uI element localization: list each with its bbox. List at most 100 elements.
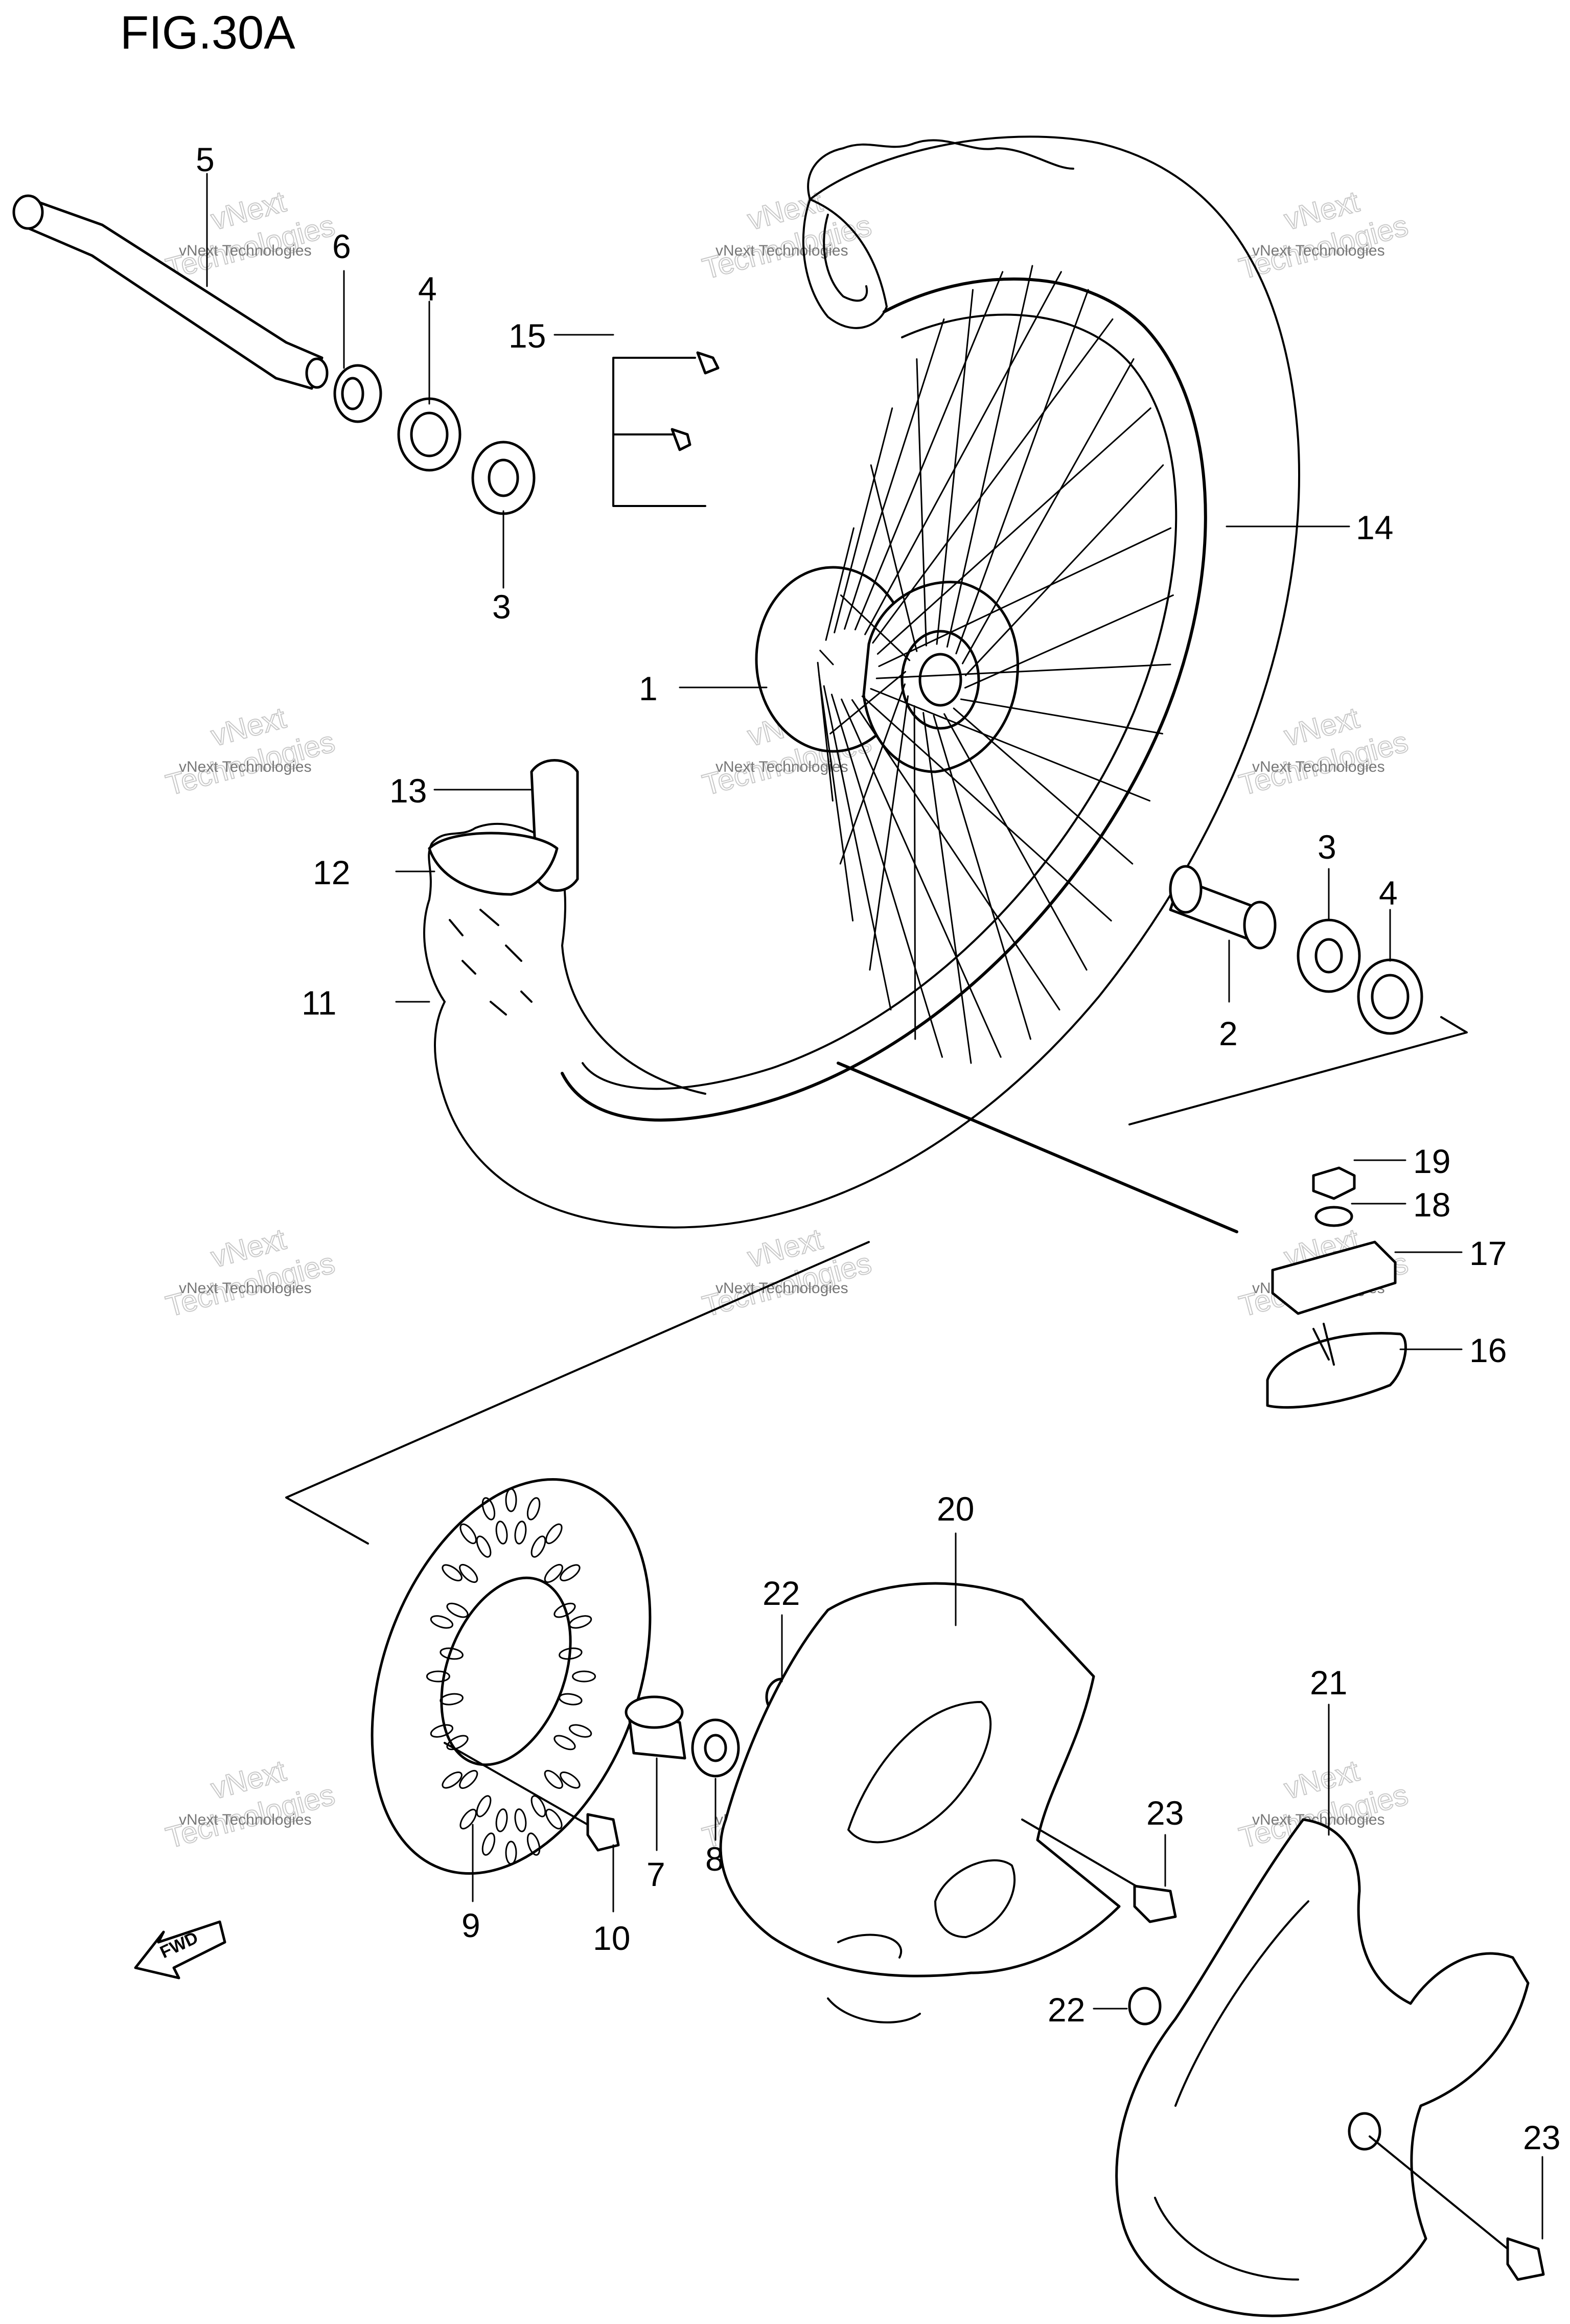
bolt-part-23-bottom [1369,2135,1545,2281]
watermark-text: vNext Technologies [179,1280,312,1297]
brake-disc-part-9 [371,1478,652,1875]
disc-hole [459,1769,478,1789]
explode-bracket-right [1128,1016,1468,1125]
callout-12: 12 [313,854,350,891]
disc-hole [430,1724,454,1738]
spoke [829,671,907,734]
disc-hole [514,1808,527,1832]
disc-hole [505,1488,517,1512]
spoke [946,265,1033,648]
spoke [875,663,1171,679]
callout-9: 9 [461,1906,480,1944]
spacer-part-2 [1169,865,1277,950]
disc-hole [572,1670,596,1683]
spoke [870,688,1151,802]
rim-lock-parts [1266,1166,1407,1409]
tire-section-top [802,198,888,329]
spoke [960,698,1164,734]
callout-21: 21 [1310,1664,1347,1701]
spoke [841,698,1002,1058]
spoke [839,683,906,865]
callout-6: 6 [332,227,351,265]
disc-hole [481,1832,496,1856]
bearing-part-3-top [471,441,536,515]
callout-22-lower: 22 [1048,1991,1085,2029]
spoke [818,674,854,922]
spoke [965,464,1164,676]
disc-hole [459,1563,478,1583]
spoke [851,699,1060,1010]
damper-part-22-lower [1128,1987,1162,2026]
callout-4-top: 4 [418,270,437,308]
bolt-part-23-top [1021,1819,1177,1923]
disc-hole [568,1615,592,1629]
callout-10: 10 [593,1919,630,1957]
spoke [916,358,927,647]
spoke [869,695,909,971]
disc-hole [442,1771,463,1789]
disc-hole [545,1523,563,1545]
spoke [864,271,1062,635]
watermark-text: vNext Technologies [715,1280,848,1297]
spoke [953,707,1134,865]
disc-hole [440,1647,464,1660]
rim-band-parts [428,759,579,896]
tire-section-inner [823,214,868,302]
collar-part-6 [333,364,382,423]
callout-22-top: 22 [763,1574,800,1612]
disc-hole [495,1521,508,1545]
disc-hole [481,1497,496,1521]
cover-window [847,1701,992,1844]
rim-inner [582,313,1178,1090]
disc-hole [459,1808,477,1830]
callout-labels: 5 6 4 3 15 1 13 12 11 14 2 3 4 19 18 17 … [196,141,1560,2156]
explode-bracket-left [285,1241,870,1545]
disc-hole [446,1602,469,1618]
axle-tip [305,357,329,389]
disc-hole [526,1832,541,1856]
watermark-text: vNext Technologies [179,758,312,775]
explode-line-axis [837,1062,1238,1233]
disc-hole [530,1535,546,1558]
guard-contours [1154,1900,1309,2281]
spoke [922,711,972,1064]
spoke [854,271,1004,631]
callout-15: 15 [509,317,546,355]
callout-23-top: 23 [1146,1794,1184,1832]
nut-19 [1312,1166,1356,1200]
disc-hole [545,1808,563,1830]
spoke [817,661,834,802]
watermark-text: vNext Technologies [715,758,848,775]
disc-guard-part-21 [1115,1818,1530,2317]
disc-hole [568,1724,592,1738]
disc-hole [442,1564,463,1581]
watermark-text: vNext Technologies [179,1811,312,1828]
disc-hole [553,1735,576,1751]
spoke [943,713,1088,971]
spoke [876,407,1151,655]
axle-part-5 [12,194,329,390]
bearing-part-3-right [1297,918,1361,993]
callout-20: 20 [937,1490,974,1528]
callout-5: 5 [196,141,215,178]
rim-band-12 [428,832,559,896]
spoke [913,705,916,1040]
cover-ribs [827,1934,921,2023]
rim-outer [561,277,1207,1122]
callout-19: 19 [1413,1142,1450,1180]
callout-2: 2 [1219,1015,1238,1052]
disc-hole [440,1693,464,1706]
forward-direction-arrow: FWD [134,1920,226,1980]
seal-part-4-right [1357,958,1423,1035]
callout-23-bottom: 23 [1523,2119,1560,2156]
plate-17 [1271,1240,1397,1315]
spoke [872,318,1114,644]
spoke [861,695,1112,922]
spokes [817,265,1174,1064]
disc-hole [426,1670,450,1683]
watermark-text: vNext Technologies [1252,242,1385,259]
spoke [819,650,834,665]
disc-hole [559,1647,583,1660]
disc-hole [560,1564,581,1581]
